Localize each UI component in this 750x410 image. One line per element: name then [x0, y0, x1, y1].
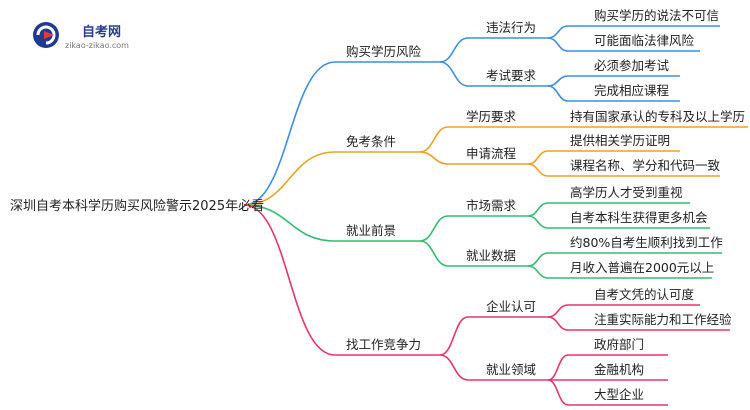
sub-branch-label: 考试要求 [486, 68, 537, 83]
connector-line [547, 25, 569, 39]
leaf-label: 注重实际能力和工作经验 [594, 312, 732, 327]
leaf-label: 金融机构 [594, 362, 644, 377]
connector-line [439, 316, 469, 356]
connector-line [547, 304, 569, 318]
sub-branch-label: 企业认可 [486, 299, 536, 314]
connector-line [419, 215, 449, 242]
sub-branch-label: 就业领域 [486, 362, 536, 377]
sub-branch-label: 学历要求 [466, 109, 517, 124]
connector-line [527, 202, 549, 217]
site-logo: 自考网 zikao-zikao.com [33, 22, 129, 50]
connector-line [547, 37, 569, 52]
leaf-label: 高学历人才受到重视 [570, 185, 683, 200]
leaf-label: 月收入普遍在2000元以上 [570, 260, 714, 275]
connector-line [243, 204, 336, 242]
connector-line [527, 252, 549, 267]
connector-line [439, 354, 469, 381]
connector-line [547, 85, 569, 102]
connector-line [439, 61, 469, 87]
connector-line [547, 379, 569, 406]
connector-line [547, 316, 569, 331]
leaf-label: 自考文凭的认可度 [594, 287, 695, 302]
leaf-label: 自考本科生获得更多机会 [570, 210, 708, 225]
leaf-label: 必须参加考试 [594, 58, 670, 73]
leaf-label: 提供相关学历证明 [570, 133, 670, 148]
leaf-label: 可能面临法律风险 [594, 33, 695, 48]
connector-line [419, 126, 449, 153]
sub-branch-label: 申请流程 [466, 146, 517, 161]
connector-line [243, 204, 336, 356]
connector-line [527, 215, 549, 229]
leaf-label: 大型企业 [594, 387, 644, 402]
branch-label: 找工作竞争力 [346, 337, 421, 352]
branch-label: 免考条件 [346, 134, 396, 149]
connector-line [243, 151, 336, 206]
leaf-label: 约80%自考生顺利找到工作 [570, 235, 723, 250]
leaf-label: 持有国家承认的专科及以上学历 [570, 109, 745, 124]
connector-line [439, 37, 469, 63]
connector-line [547, 75, 569, 87]
logo-title: 自考网 [82, 24, 121, 40]
root-topic: 深圳自考本科学历购买风险警示2025年必看 [10, 198, 264, 214]
connector-line [547, 354, 569, 381]
sub-branch-label: 就业数据 [466, 248, 516, 263]
connector-lines [243, 25, 748, 406]
leaf-label: 购买学历的说法不可信 [594, 8, 719, 23]
connector-line [243, 61, 336, 206]
connector-line [527, 163, 549, 177]
leaf-label: 政府部门 [594, 337, 644, 352]
branch-label: 就业前景 [346, 223, 396, 238]
connector-line [527, 265, 549, 279]
connector-line [419, 151, 449, 165]
sub-branch-label: 违法行为 [486, 20, 536, 35]
connector-line [419, 240, 449, 267]
sub-branch-label: 市场需求 [466, 198, 517, 213]
leaf-label: 完成相应课程 [594, 83, 670, 98]
connector-line [527, 150, 549, 165]
leaf-label: 课程名称、学分和代码一致 [570, 158, 721, 173]
logo-url: zikao-zikao.com [65, 41, 129, 50]
branch-label: 购买学历风险 [346, 44, 422, 59]
